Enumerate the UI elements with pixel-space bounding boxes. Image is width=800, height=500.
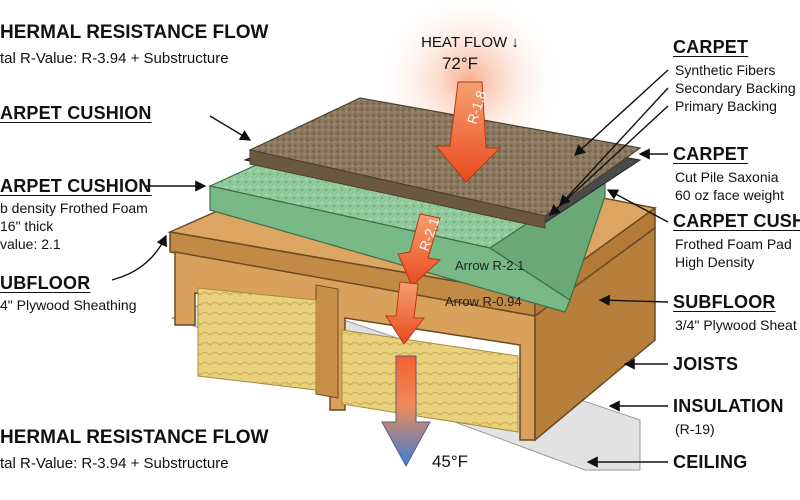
left-cushion-line-3: value: 2.1 [0,235,61,253]
right-label-joists: JOISTS [673,354,738,375]
left-label-cushion-2: ARPET CUSHION [0,176,152,197]
inner-label-1: Arrow R-2.1 [455,258,524,273]
right-label-insulation: INSULATION [673,396,784,417]
right-subfloor-line-1: 3/4" Plywood Sheat [675,316,797,334]
right-label-carpet-2: CARPET [673,144,748,165]
right-carpet1-line-3: Primary Backing [675,97,777,115]
right-carpet2-line-2: 60 oz face weight [675,186,784,204]
left-label-cushion-1: ARPET CUSHION [0,103,152,124]
inner-label-2: Arrow R-0.94 [445,294,522,309]
left-subfloor-line-1: 4" Plywood Sheathing [0,296,137,314]
right-cushion-line-2: High Density [675,253,754,271]
bottom-title: HERMAL RESISTANCE FLOW [0,427,268,449]
right-label-cushion: CARPET CUSHI [673,211,800,232]
pointer-cushion-top [210,116,250,140]
right-carpet2-line-1: Cut Pile Saxonia [675,168,779,186]
right-cushion-line-1: Frothed Foam Pad [675,235,792,253]
bottom-temperature: 45°F [415,452,485,472]
heat-flow-label: HEAT FLOW ↓ [410,34,530,51]
pointer-carpet-fibers [575,70,668,155]
right-label-subfloor: SUBFLOOR [673,292,776,313]
right-label-ceiling: CEILING [673,452,747,473]
right-carpet1-line-1: Synthetic Fibers [675,61,775,79]
right-carpet1-line-2: Secondary Backing [675,79,796,97]
left-cushion-line-2: 16" thick [0,217,53,235]
top-subtitle: tal R-Value: R-3.94 + Substructure [0,50,229,67]
top-title: HERMAL RESISTANCE FLOW [0,22,268,44]
joist-middle [316,285,338,398]
insulation-batt-right [342,330,518,432]
bottom-subtitle: tal R-Value: R-3.94 + Substructure [0,455,229,472]
insulation-batt-left [198,288,316,390]
left-cushion-line-1: b density Frothed Foam [0,199,148,217]
pointer-subfloor-left [112,236,166,280]
right-label-carpet-1: CARPET [673,37,748,58]
right-insulation-line-1: (R-19) [675,420,715,438]
top-temperature: 72°F [420,54,500,74]
left-label-subfloor: UBFLOOR [0,273,90,294]
